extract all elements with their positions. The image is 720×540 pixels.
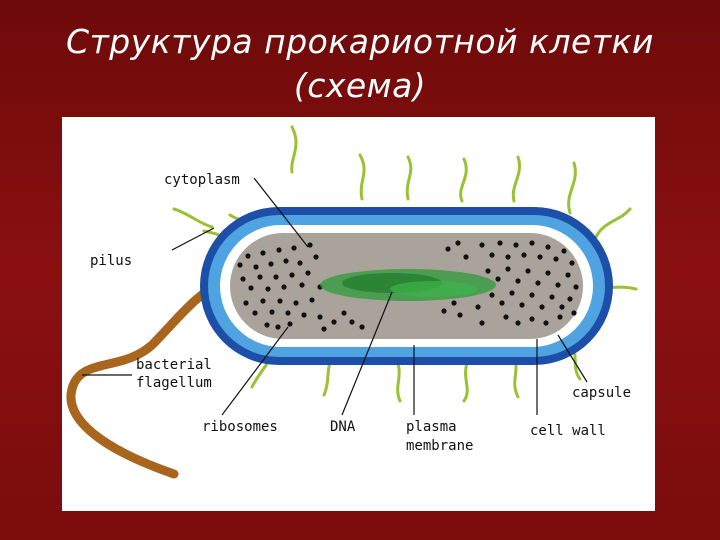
- pilus: [462, 361, 469, 403]
- ribosomes-label: ribosomes: [202, 419, 278, 435]
- pilus: [567, 161, 577, 215]
- leader-lines: [82, 177, 588, 416]
- pilus: [405, 155, 413, 201]
- cell-wall-label: cell wall: [530, 423, 606, 439]
- dna-nucleoid: [320, 269, 496, 301]
- prokaryotic-cell-diagram: cytoplasm pilus bacterial flagellum ribo…: [66, 125, 638, 479]
- slide-title-line-2: (схема): [293, 66, 427, 105]
- flagellum: [66, 272, 242, 479]
- cytoplasm-label: cytoplasm: [164, 172, 240, 188]
- pilus: [172, 207, 214, 229]
- pilus: [511, 155, 521, 203]
- pilus: [396, 361, 402, 403]
- pilus: [290, 125, 298, 174]
- pilus: [358, 153, 366, 201]
- pilus: [594, 207, 632, 239]
- diagram-panel: cytoplasm pilus bacterial flagellum ribo…: [62, 117, 655, 511]
- flagellum-label-line-2: flagellum: [136, 375, 212, 391]
- flagellum-label-line-1: bacterial: [136, 357, 212, 373]
- plasma-membrane-label-line-2: membrane: [406, 438, 473, 454]
- slide-title-line-1: Структура прокариотной клетки: [66, 22, 654, 61]
- ribosomes: [237, 240, 579, 332]
- dna-label: DNA: [330, 419, 356, 435]
- plasma-membrane-label-line-1: plasma: [406, 419, 457, 435]
- pilus: [459, 157, 468, 203]
- slide-title: Структура прокариотной клетки (схема): [0, 20, 720, 108]
- pilus-label: pilus: [90, 253, 132, 269]
- capsule-label: capsule: [572, 385, 631, 401]
